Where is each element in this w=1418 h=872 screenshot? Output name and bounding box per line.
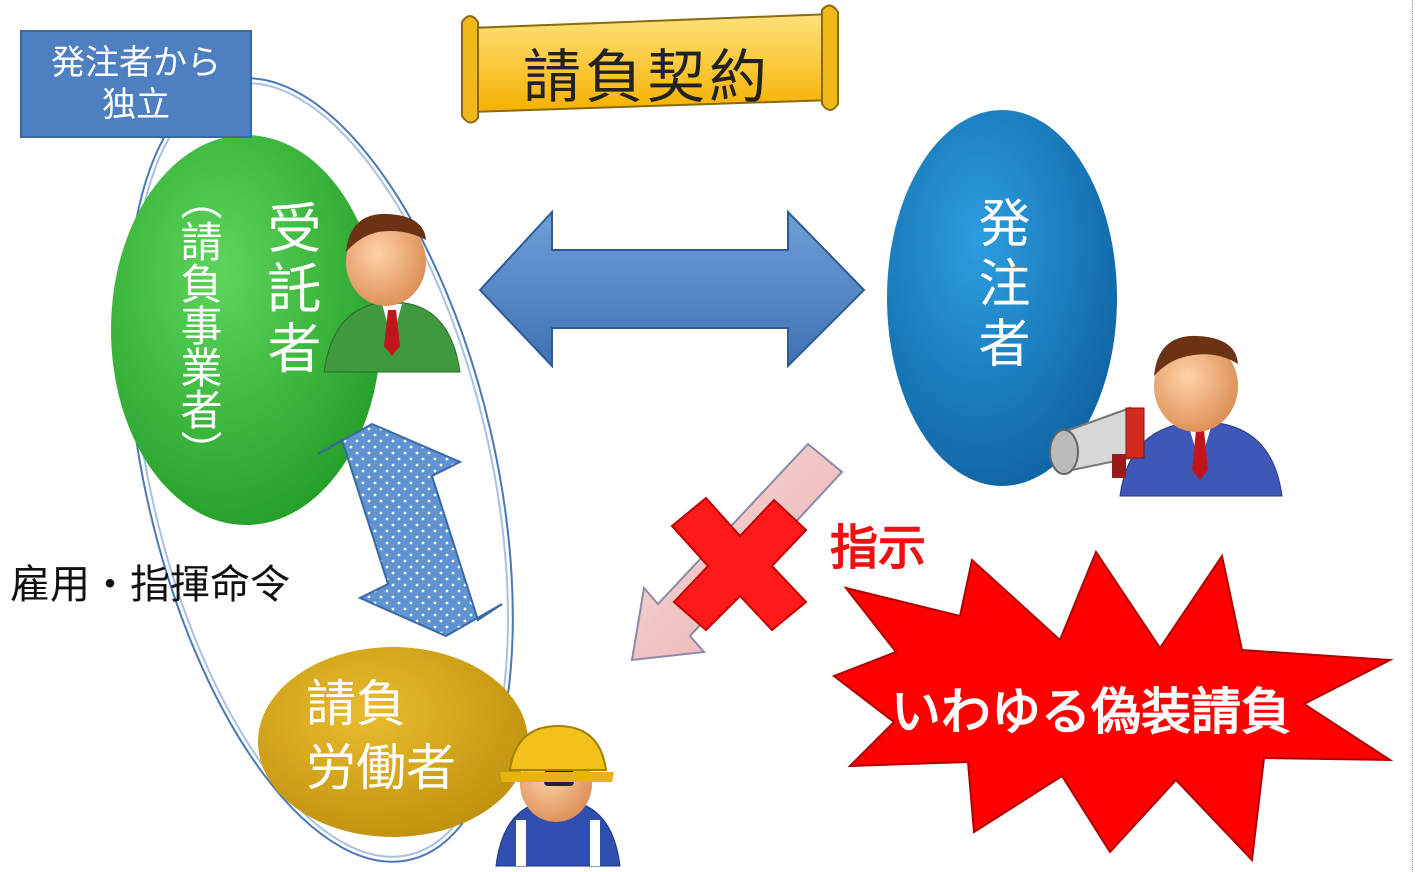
employment-label: 雇用・指揮命令: [10, 562, 290, 608]
page-edge-divider: [1412, 0, 1413, 872]
businessman-green-suit-icon: [323, 213, 461, 373]
independent-label-box: 発注者から 独立: [20, 30, 252, 138]
contract-title: 請負契約: [522, 43, 771, 111]
worker-line-2: 労働者: [306, 739, 456, 797]
independent-line-2: 独立: [102, 85, 170, 125]
employment-dotted-arrow: [317, 422, 503, 638]
contract-double-arrow: [478, 209, 866, 369]
instruction-label: 指示: [830, 520, 927, 576]
contractor-label: 受託者: [258, 200, 321, 380]
worker-hardhat-icon: [495, 724, 621, 867]
fake-contract-label: いわゆる偽装請負: [891, 683, 1291, 741]
red-x-prohibited-icon: [670, 496, 808, 632]
contractor-sub-label: （請負事業者）: [174, 178, 223, 472]
fake-contract-burst: [831, 549, 1394, 863]
businessman-megaphone-icon: [1049, 335, 1283, 497]
client-label: 発注者: [969, 196, 1029, 376]
worker-label: 請負 労働者: [306, 672, 456, 800]
worker-ellipse: [258, 647, 528, 837]
worker-line-1: 請負: [306, 675, 406, 733]
independent-line-1: 発注者から: [51, 43, 221, 83]
contractor-ellipse: [111, 135, 381, 525]
client-ellipse: [887, 110, 1117, 486]
contract-scroll-banner: [461, 4, 839, 124]
